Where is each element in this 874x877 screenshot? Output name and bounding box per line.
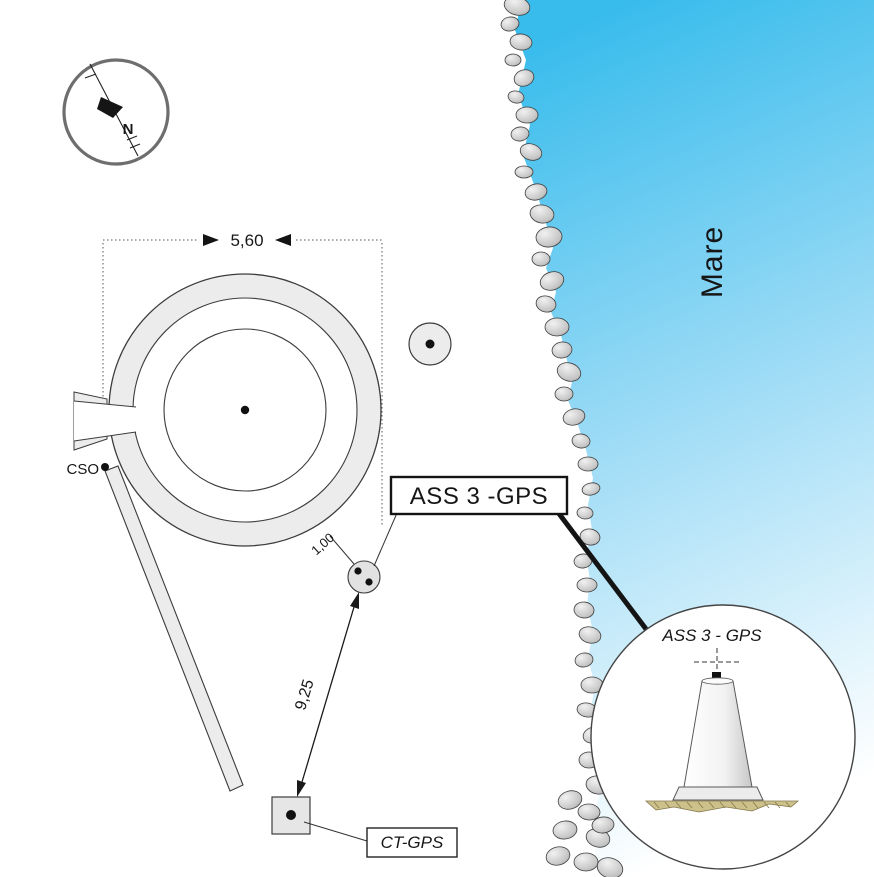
dimension-1-00-label: 1,00 <box>308 530 337 558</box>
north-arrow-icon: N <box>62 58 170 166</box>
boundary-wall <box>104 465 244 792</box>
ass3-point <box>347 560 381 594</box>
tower-center-point <box>240 405 250 415</box>
ct-gps-leader <box>303 821 368 842</box>
ass3-callout-box: ASS 3 -GPS <box>389 475 569 516</box>
dimension-5-60-label: 5,60 <box>230 231 263 250</box>
benchmark-mark <box>712 672 721 681</box>
sea-label: Mare <box>696 226 729 298</box>
dimension-5-60 <box>102 239 383 527</box>
tower-plan <box>73 273 382 792</box>
ct-gps-point <box>271 796 311 835</box>
aux-point <box>408 322 452 366</box>
detail-circle: ASS 3 - GPS <box>590 604 856 870</box>
ground <box>644 800 800 813</box>
ass3-callout-label: ASS 3 -GPS <box>410 483 548 510</box>
dimension-9-25: 9,25 <box>292 592 359 797</box>
pillar-drawing <box>644 672 800 813</box>
dimension-1-00: 1,00 <box>308 530 355 565</box>
cso-label: CSO <box>66 461 99 478</box>
ground-hatching <box>653 801 791 809</box>
ass3-callout-thin-leader <box>373 512 398 567</box>
coastline-rocks <box>500 0 624 877</box>
ct-gps-label-box: CT-GPS <box>366 827 458 858</box>
north-label: N <box>123 121 134 138</box>
tower-entrance <box>73 391 137 451</box>
pillar-base <box>672 786 764 801</box>
dimension-5-60-arrows <box>203 234 291 246</box>
ass3-callout-leader <box>555 509 648 631</box>
dimension-9-25-label: 9,25 <box>292 677 317 712</box>
ct-gps-label: CT-GPS <box>381 833 444 852</box>
ass3-detail-label: ASS 3 - GPS <box>661 626 762 645</box>
cso-point: CSO <box>66 461 109 478</box>
